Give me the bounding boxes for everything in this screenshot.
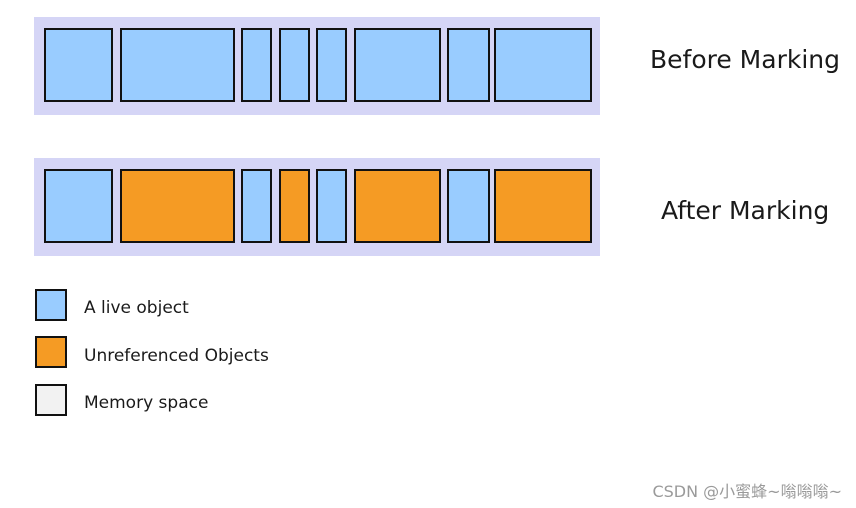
memory-block — [44, 169, 113, 243]
legend-swatch-live — [35, 289, 67, 321]
memory-block — [120, 169, 235, 243]
memory-block — [354, 169, 441, 243]
memory-block — [447, 28, 490, 102]
legend-label-memory-space: Memory space — [84, 393, 209, 413]
memory-block — [316, 169, 347, 243]
memory-block — [494, 169, 592, 243]
memory-block — [447, 169, 490, 243]
memory-block — [316, 28, 347, 102]
heap-after-marking — [34, 158, 600, 256]
memory-block — [279, 169, 310, 243]
memory-block — [241, 169, 272, 243]
memory-block — [241, 28, 272, 102]
heap-before-marking — [34, 17, 600, 115]
legend-swatch-memory-space — [35, 384, 67, 416]
legend-label-unreferenced: Unreferenced Objects — [84, 346, 269, 366]
legend-swatch-unreferenced — [35, 336, 67, 368]
after-marking-label: After Marking — [661, 196, 830, 225]
memory-block — [494, 28, 592, 102]
memory-block — [44, 28, 113, 102]
memory-block — [120, 28, 235, 102]
before-marking-label: Before Marking — [650, 45, 840, 74]
watermark: CSDN @小蜜蜂~嗡嗡嗡~ — [652, 482, 842, 501]
legend-label-live: A live object — [84, 298, 189, 318]
memory-block — [279, 28, 310, 102]
memory-block — [354, 28, 441, 102]
